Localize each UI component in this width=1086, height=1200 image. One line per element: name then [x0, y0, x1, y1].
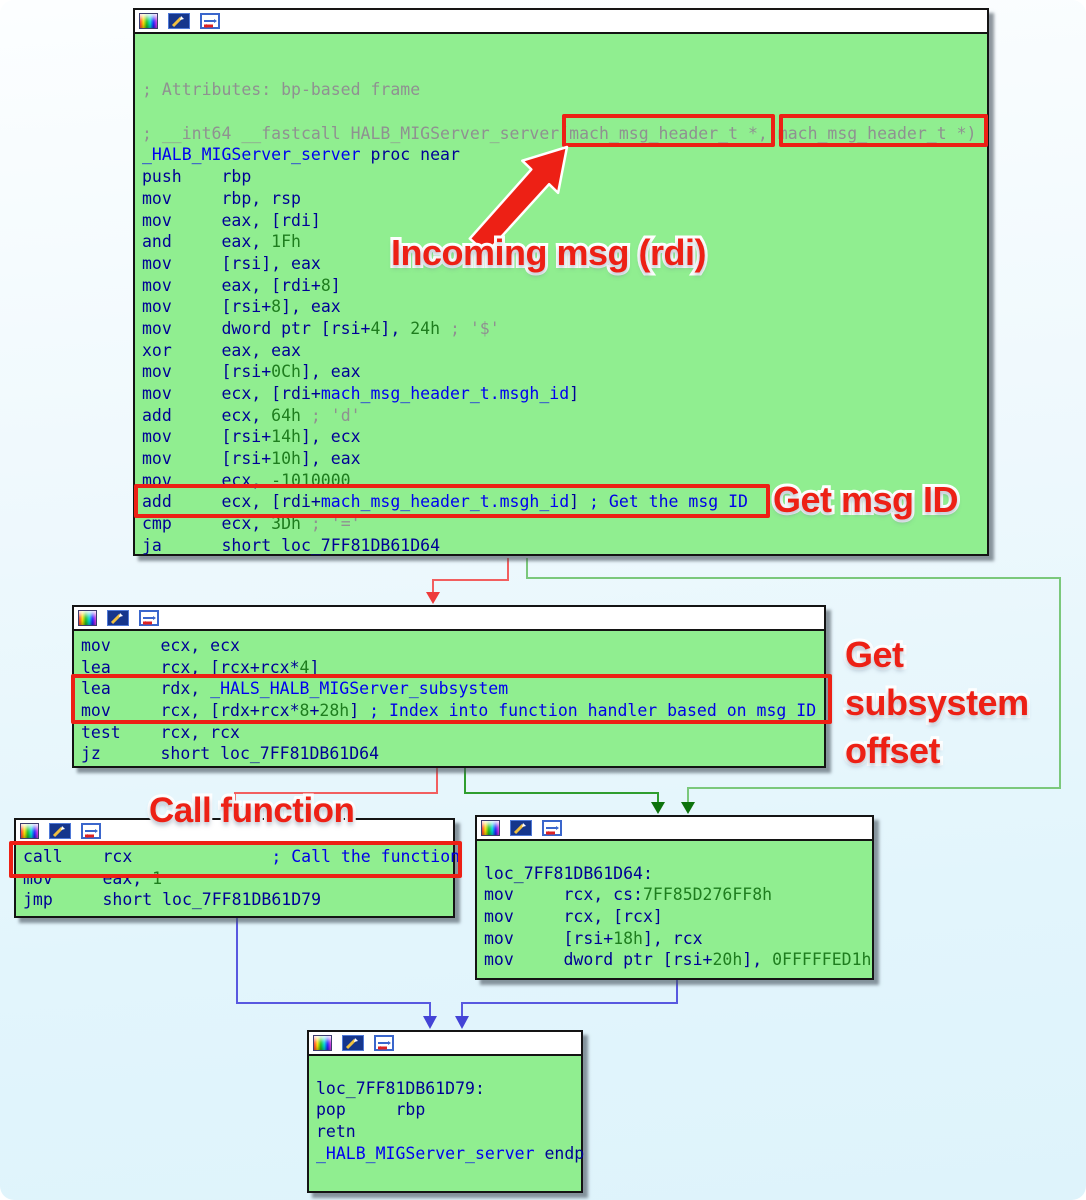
edit-node-icon[interactable]: [49, 823, 71, 839]
code-line[interactable]: [484, 841, 872, 863]
code-line[interactable]: mov ecx, [rdi+mach_msg_header_t.msgh_id]: [142, 384, 580, 403]
arrows-glyph-icon: [378, 1041, 391, 1050]
block-titlebar: [309, 1032, 581, 1056]
code-line[interactable]: ; __int64 __fastcall HALB_MIGServer_serv…: [142, 123, 977, 143]
disassembly-listing: loc_7FF81DB61D64:mov rcx, cs:7FF85D276FF…: [477, 841, 872, 971]
code-line[interactable]: mov ecx, -1010000: [142, 470, 351, 490]
code-line[interactable]: xor eax, eax: [142, 340, 301, 360]
code-line[interactable]: lea rdx, _HALS_HALB_MIGServer_subsystem: [81, 679, 509, 699]
group-nodes-icon[interactable]: [374, 1035, 394, 1051]
disassembly-listing: mov ecx, ecx lea rcx, [rcx+rcx*4]lea rdx,…: [74, 631, 824, 765]
code-line[interactable]: push rbp: [142, 167, 252, 187]
group-nodes-icon[interactable]: [81, 823, 101, 839]
edit-node-icon[interactable]: [168, 13, 190, 29]
code-line[interactable]: [316, 1056, 581, 1078]
code-line[interactable]: mov dword ptr [rsi+20h], 0FFFFFED1h: [484, 950, 872, 970]
code-line[interactable]: mov [rsi], eax: [142, 253, 321, 273]
code-line[interactable]: mov eax, [rdi+8]: [142, 275, 341, 295]
code-line[interactable]: mov rcx, [rdx+rcx*8+28h] ; Index into fu…: [81, 701, 817, 721]
code-line[interactable]: [142, 101, 987, 123]
code-line[interactable]: test rcx, rcx: [81, 722, 240, 742]
code-line[interactable]: mov eax, 1: [23, 868, 163, 888]
code-line[interactable]: ja short loc_7FF81DB61D64: [142, 535, 441, 555]
code-line[interactable]: ; Attributes: bp-based frame: [142, 80, 421, 100]
code-line[interactable]: _HALB_MIGServer_server proc near: [142, 145, 460, 165]
node-color-icon[interactable]: [78, 610, 97, 626]
disassembly-listing: ; Attributes: bp-based frame ; __int64 _…: [135, 34, 987, 557]
code-line[interactable]: [142, 58, 987, 80]
code-line[interactable]: mov [rsi+8], eax: [142, 297, 341, 317]
code-line[interactable]: mov rbp, rsp: [142, 188, 301, 208]
edge-red-subsystem-to-call: [228, 768, 438, 818]
code-line[interactable]: add ecx, 64h ; 'd': [142, 405, 361, 425]
edit-node-icon[interactable]: [342, 1035, 364, 1051]
code-line[interactable]: jmp short loc_7FF81DB61D79: [23, 890, 322, 910]
code-line[interactable]: and eax, 1Fh: [142, 232, 301, 252]
node-color-icon[interactable]: [313, 1035, 332, 1051]
code-line[interactable]: mov [rsi+14h], ecx: [142, 427, 361, 447]
code-line[interactable]: mov rcx, [rcx]: [484, 907, 663, 927]
node-color-icon[interactable]: [139, 13, 158, 29]
basic-block-entry: ; Attributes: bp-based frame ; __int64 _…: [133, 8, 989, 556]
code-line[interactable]: add ecx, [rdi+mach_msg_header_t.msgh_id]…: [142, 492, 748, 512]
code-line[interactable]: lea rcx, [rcx+rcx*4]: [81, 657, 320, 677]
node-color-icon[interactable]: [20, 823, 39, 839]
code-line[interactable]: mov [rsi+0Ch], eax: [142, 362, 361, 382]
pencil-icon: [110, 613, 123, 625]
arrows-glyph-icon: [143, 616, 156, 625]
group-nodes-icon[interactable]: [200, 13, 220, 29]
code-line[interactable]: jz short loc_7FF81DB61D64: [81, 744, 380, 764]
basic-block-subsystem: mov ecx, ecx lea rcx, [rcx+rcx*4]lea rdx,…: [72, 605, 826, 768]
edit-node-icon[interactable]: [510, 820, 532, 836]
edge-blue-loc64-to-loc79: [455, 980, 678, 1029]
pencil-icon: [171, 16, 184, 28]
group-nodes-icon[interactable]: [139, 610, 159, 626]
code-line[interactable]: mov dword ptr [rsi+4], 24h ; '$': [142, 318, 500, 338]
block-titlebar: [477, 817, 872, 841]
block-titlebar: [74, 607, 824, 631]
arrows-glyph-icon: [546, 826, 559, 835]
code-line[interactable]: cmp ecx, 3Dh ; '=': [142, 514, 361, 534]
code-line[interactable]: [142, 36, 987, 58]
code-line[interactable]: mov [rsi+18h], rcx: [484, 928, 703, 948]
code-line[interactable]: loc_7FF81DB61D64:: [484, 863, 653, 883]
edge-blue-call-to-loc79: [236, 918, 437, 1029]
block-titlebar: [135, 10, 987, 34]
pencil-icon: [52, 826, 65, 838]
code-line[interactable]: mov rcx, cs:7FF85D276FF8h: [484, 885, 773, 905]
code-line[interactable]: call rcx ; Call the function: [23, 847, 461, 866]
pencil-icon: [345, 1038, 358, 1050]
block-titlebar: [16, 820, 453, 844]
node-color-icon[interactable]: [481, 820, 500, 836]
pencil-icon: [513, 823, 526, 835]
basic-block-loc64: loc_7FF81DB61D64:mov rcx, cs:7FF85D276FF…: [475, 815, 874, 980]
arrows-glyph-icon: [204, 19, 217, 28]
label-get-subsystem-offset: Get subsystem offset: [842, 631, 1032, 774]
code-line[interactable]: mov ecx, ecx: [81, 636, 240, 655]
arrows-glyph-icon: [85, 829, 98, 838]
code-line[interactable]: pop rbp: [316, 1100, 426, 1120]
code-line[interactable]: mov eax, [rdi]: [142, 210, 321, 230]
code-line[interactable]: retn: [316, 1122, 356, 1142]
group-nodes-icon[interactable]: [542, 820, 562, 836]
edge-green-subsystem-to-loc64: [464, 768, 665, 814]
code-line[interactable]: loc_7FF81DB61D79:: [316, 1078, 485, 1098]
edit-node-icon[interactable]: [107, 610, 129, 626]
edge-red-entry-to-subsystem: [426, 558, 509, 604]
code-line[interactable]: _HALB_MIGServer_server endp: [316, 1143, 585, 1163]
code-line[interactable]: [316, 1164, 581, 1186]
code-line[interactable]: mov [rsi+10h], eax: [142, 449, 361, 469]
